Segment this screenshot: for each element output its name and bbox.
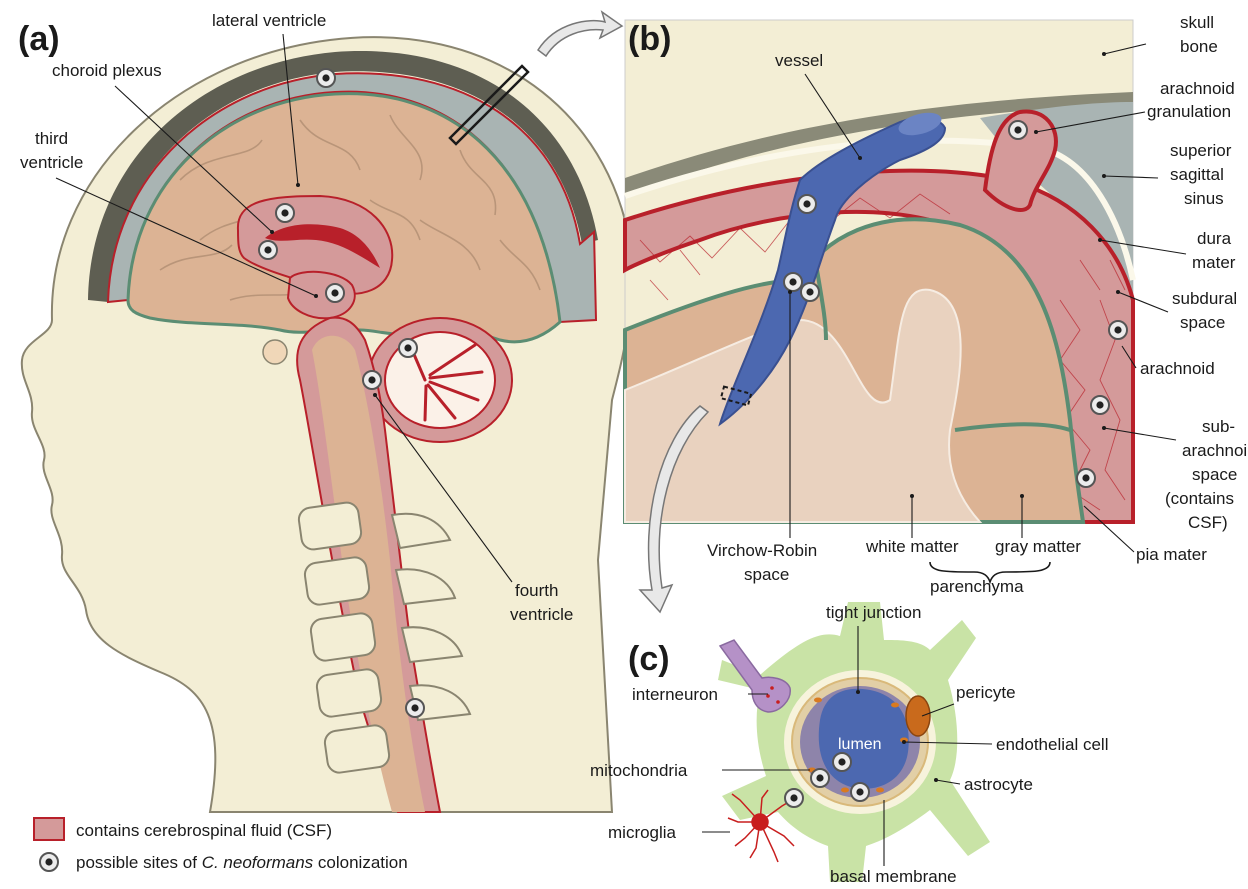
pituitary (263, 340, 287, 364)
label-gray-matter: gray matter (995, 537, 1081, 556)
panel-b-meninges (625, 20, 1133, 612)
arrow-a-to-b (538, 12, 622, 56)
label-subarach-2: arachnoid (1182, 441, 1248, 460)
label-tight-junction: tight junction (826, 603, 921, 622)
label-mitochondria: mitochondria (590, 761, 688, 780)
label-skull-2: bone (1180, 37, 1218, 56)
label-subdural-2: space (1180, 313, 1225, 332)
label-astrocyte: astrocyte (964, 775, 1033, 794)
label-third-ventricle-1: third (35, 129, 68, 148)
label-white-matter: white matter (865, 537, 959, 556)
label-sss-1: superior (1170, 141, 1232, 160)
label-basal-membrane: basal membrane (830, 867, 957, 886)
label-interneuron: interneuron (632, 685, 718, 704)
panel-a-head-section (22, 12, 631, 812)
label-arach-gran-2: granulation (1147, 102, 1231, 121)
label-third-ventricle-2: ventricle (20, 153, 83, 172)
label-pericyte: pericyte (956, 683, 1016, 702)
label-pia-mater: pia mater (1136, 545, 1207, 564)
label-vr-2: space (744, 565, 789, 584)
label-lateral-ventricle: lateral ventricle (212, 11, 326, 30)
label-arach-gran-1: arachnoid (1160, 79, 1235, 98)
label-dura-2: mater (1192, 253, 1236, 272)
label-sss-2: sagittal (1170, 165, 1224, 184)
label-endothelial-cell: endothelial cell (996, 735, 1108, 754)
label-subarach-4: (contains (1165, 489, 1234, 508)
label-choroid-plexus: choroid plexus (52, 61, 162, 80)
panel-a-letter: (a) (18, 20, 60, 58)
legend-csf-swatch (34, 818, 64, 840)
label-vr-1: Virchow-Robin (707, 541, 817, 560)
label-subarach-5: CSF) (1188, 513, 1228, 532)
label-subdural-1: subdural (1172, 289, 1237, 308)
label-microglia: microglia (608, 823, 677, 842)
label-lumen: lumen (838, 736, 882, 753)
label-skull-1: skull (1180, 13, 1214, 32)
label-fourth-ventricle-2: ventricle (510, 605, 573, 624)
legend: contains cerebrospinal fluid (CSF) possi… (34, 818, 408, 872)
panel-b-letter: (b) (628, 20, 671, 58)
label-parenchyma: parenchyma (930, 577, 1024, 596)
label-sss-3: sinus (1184, 189, 1224, 208)
label-subarach-3: space (1192, 465, 1237, 484)
label-subarach-1: sub- (1202, 417, 1235, 436)
panel-c-letter: (c) (628, 640, 670, 678)
legend-csf-label: contains cerebrospinal fluid (CSF) (76, 821, 332, 840)
legend-site-icon (40, 853, 58, 871)
cerebellum (368, 318, 512, 442)
label-arachnoid: arachnoid (1140, 359, 1215, 378)
label-fourth-ventricle-1: fourth (515, 581, 558, 600)
label-dura-1: dura (1197, 229, 1232, 248)
legend-colonization-label: possible sites of C. neoformans coloniza… (76, 853, 408, 872)
label-vessel: vessel (775, 51, 823, 70)
